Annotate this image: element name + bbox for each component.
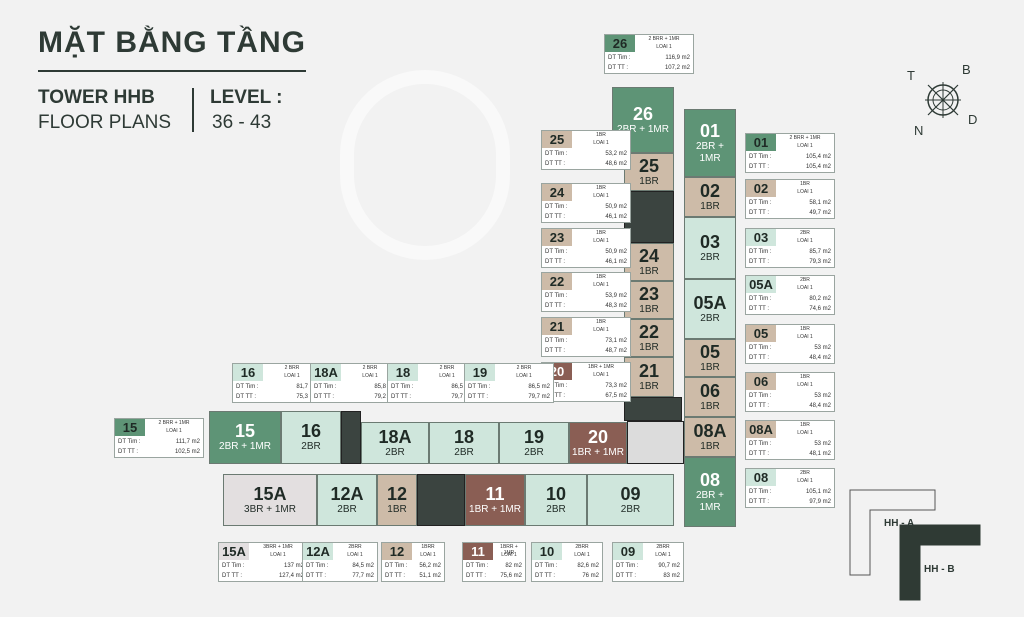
core-stairs — [624, 191, 674, 243]
level-label: LEVEL : — [210, 87, 283, 108]
key-plan-outline-icon — [849, 489, 981, 601]
compass-t: T — [907, 68, 915, 83]
key-label-hhb: HH - B — [924, 564, 955, 575]
page-title: MẶT BẰNG TẦNG — [38, 26, 306, 59]
tower-name: TOWER HHB — [38, 87, 155, 108]
compass-icon: T B N D — [907, 62, 990, 138]
core-lift — [624, 397, 682, 421]
key-label-hha: HH - A — [884, 518, 915, 529]
level-range: 36 - 43 — [212, 112, 272, 133]
core-lift-south — [417, 474, 465, 526]
compass-d: D — [968, 112, 978, 127]
watermark-logo — [340, 70, 510, 260]
compass-n: N — [914, 123, 924, 138]
title-rule — [38, 70, 306, 72]
compass-b: B — [962, 62, 971, 77]
core-stair-west — [341, 411, 361, 464]
core-corridor — [627, 421, 684, 464]
header-divider — [192, 88, 194, 132]
floor-plans-label: FLOOR PLANS — [38, 112, 172, 133]
key-plan: HH - A HH - B — [840, 480, 1020, 610]
